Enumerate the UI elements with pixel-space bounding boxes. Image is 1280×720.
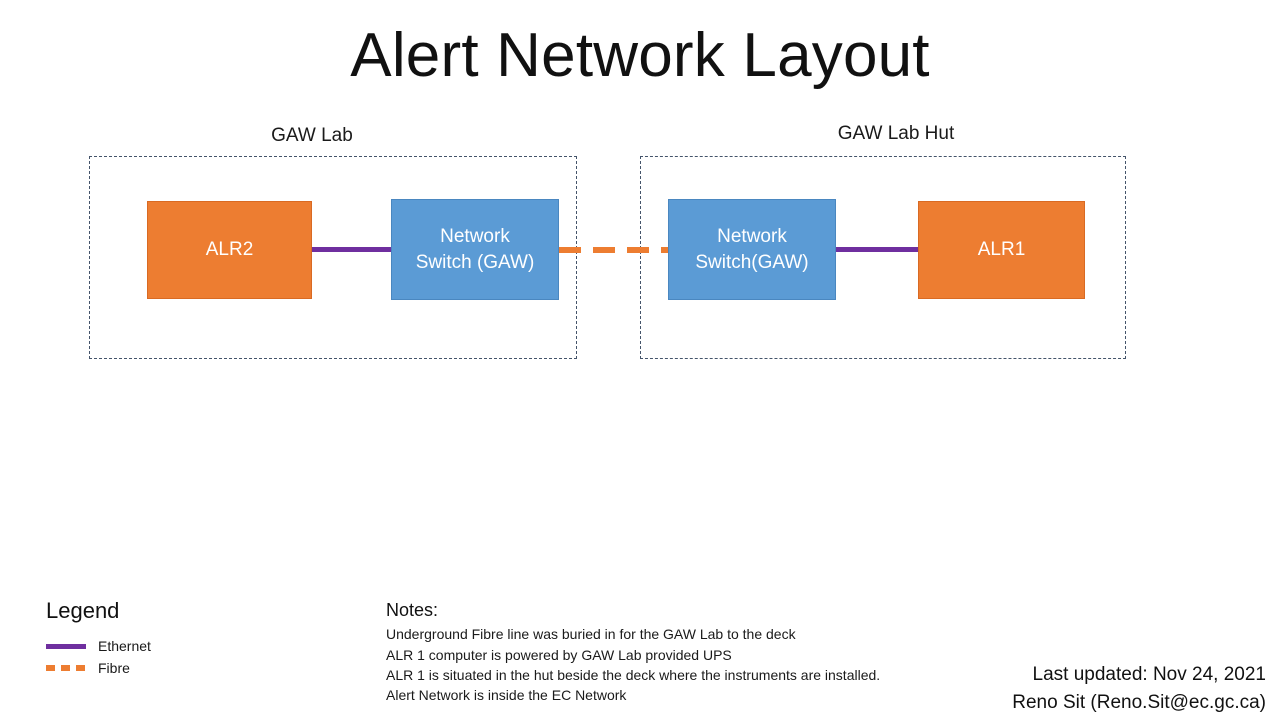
legend-label-ethernet: Ethernet: [98, 638, 151, 655]
node-alr2[interactable]: ALR2: [147, 201, 312, 299]
node-alr1-label: ALR1: [977, 239, 1026, 261]
legend-label-fibre: Fibre: [98, 660, 130, 677]
legend-swatch-ethernet-icon: [46, 643, 86, 649]
notes-line: ALR 1 is situated in the hut beside the …: [386, 666, 881, 683]
connection-ethernet-switch-hut-alr1: [836, 247, 919, 252]
node-alr1[interactable]: ALR1: [918, 201, 1085, 299]
node-switch-lab-label-line1: Network: [440, 225, 510, 247]
connection-fibre-switch-lab-switch-hut: [559, 247, 669, 253]
notes-block: Notes: Underground Fibre line was buried…: [386, 598, 946, 705]
group-boundary-gaw-lab: [89, 156, 577, 359]
footer: Last updated: Nov 24, 2021 Reno Sit (Ren…: [1012, 661, 1266, 716]
legend-item-fibre: Fibre: [46, 658, 226, 678]
author-contact-text: Reno Sit (Reno.Sit@ec.gc.ca): [1012, 691, 1266, 713]
group-label-gaw-lab-hut: GAW Lab Hut: [837, 123, 955, 144]
last-updated-text: Last updated: Nov 24, 2021: [1032, 664, 1266, 685]
notes-line: ALR 1 computer is powered by GAW Lab pro…: [386, 646, 732, 663]
node-switch-lab-label-line2: Switch (GAW): [415, 251, 535, 273]
node-alr2-label: ALR2: [205, 239, 254, 261]
notes-line: Underground Fibre line was buried in for…: [386, 626, 796, 643]
node-switch-hut-label-line1: Network: [717, 225, 787, 247]
node-network-switch-gaw-lab[interactable]: Network Switch (GAW): [391, 199, 559, 300]
page-title: Alert Network Layout: [350, 21, 930, 90]
connection-ethernet-alr2-switch-lab: [312, 247, 392, 252]
node-switch-hut-label-line2: Switch(GAW): [695, 251, 809, 273]
notes-title: Notes:: [386, 600, 439, 620]
legend-title: Legend: [46, 598, 120, 623]
group-boundary-gaw-lab-hut: [640, 156, 1126, 359]
legend-swatch-fibre-icon: [46, 665, 86, 672]
group-label-gaw-lab: GAW Lab: [271, 125, 353, 146]
notes-line: Alert Network is inside the EC Network: [386, 687, 627, 704]
legend-item-ethernet: Ethernet: [46, 636, 226, 656]
legend: Legend Ethernet Fibre: [46, 598, 226, 680]
node-network-switch-gaw-lab-hut[interactable]: Network Switch(GAW): [668, 199, 836, 300]
